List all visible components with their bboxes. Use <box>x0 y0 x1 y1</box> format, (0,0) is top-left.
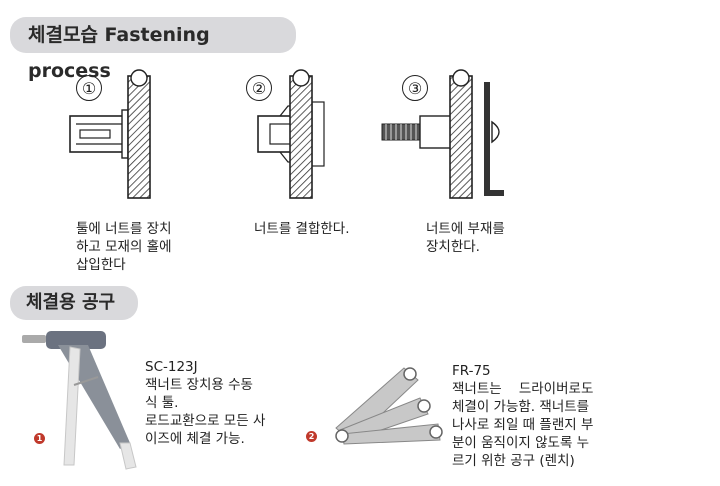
tool-1-line: 잭너트 장치용 수동 <box>145 377 253 393</box>
step-3-diagram <box>381 69 504 199</box>
tool-1-line: 이즈에 체결 가능. <box>145 431 245 447</box>
tool-2-badge: 2 <box>306 431 317 442</box>
tool-2-line: 체결이 가능함. 잭너트를 <box>452 399 590 415</box>
tool-2-line: 르기 위한 공구 (렌치) <box>452 453 575 469</box>
tool-1-model: SC-123J <box>145 359 198 375</box>
step-3-caption: 너트에 부재를 장치한다. <box>426 221 505 255</box>
tool-2-line: 잭너트는 드라이버로도 <box>452 381 594 397</box>
step-2-caption: 너트를 결합한다. <box>254 221 350 237</box>
tool-1-line: 로드교환으로 모든 사 <box>145 413 266 429</box>
base-plate <box>449 69 473 199</box>
tool-2-model: FR-75 <box>452 363 491 379</box>
nut-shape <box>69 109 129 159</box>
riveter-tool-image <box>22 331 137 470</box>
step-1-diagram <box>69 69 151 199</box>
step-1-caption: 툴에 너트를 장치 하고 모재의 홀에 삽입한다 <box>76 221 172 273</box>
tool-1-description: SC-123J 잭너트 장치용 수동 식 툴. 로드교환으로 모든 사 이즈에 … <box>145 358 265 448</box>
bracket-shape <box>484 82 504 196</box>
tool-1-badge: 1 <box>34 433 45 444</box>
tool-1-line: 식 툴. <box>145 395 179 411</box>
step-3-number: ③ <box>402 75 428 101</box>
base-plate <box>127 69 151 199</box>
base-plate <box>289 69 313 199</box>
screw-head <box>491 120 500 144</box>
step-1-number: ① <box>76 75 102 101</box>
wrench-tool-image <box>335 367 443 445</box>
tool-2-description: FR-75 잭너트는 드라이버로도 체결이 가능함. 잭너트를 나사로 죄일 때… <box>452 362 593 470</box>
section-title-fastening: 체결모습 Fastening process <box>10 17 296 82</box>
section-title-tools: 체결용 공구 <box>10 286 138 320</box>
step-2-number: ② <box>246 75 272 101</box>
tool-2-line: 분이 움직이지 않도록 누 <box>452 435 590 451</box>
tool-2-line: 나사로 죄일 때 플랜지 부 <box>452 417 594 433</box>
step-2-diagram <box>257 69 325 199</box>
